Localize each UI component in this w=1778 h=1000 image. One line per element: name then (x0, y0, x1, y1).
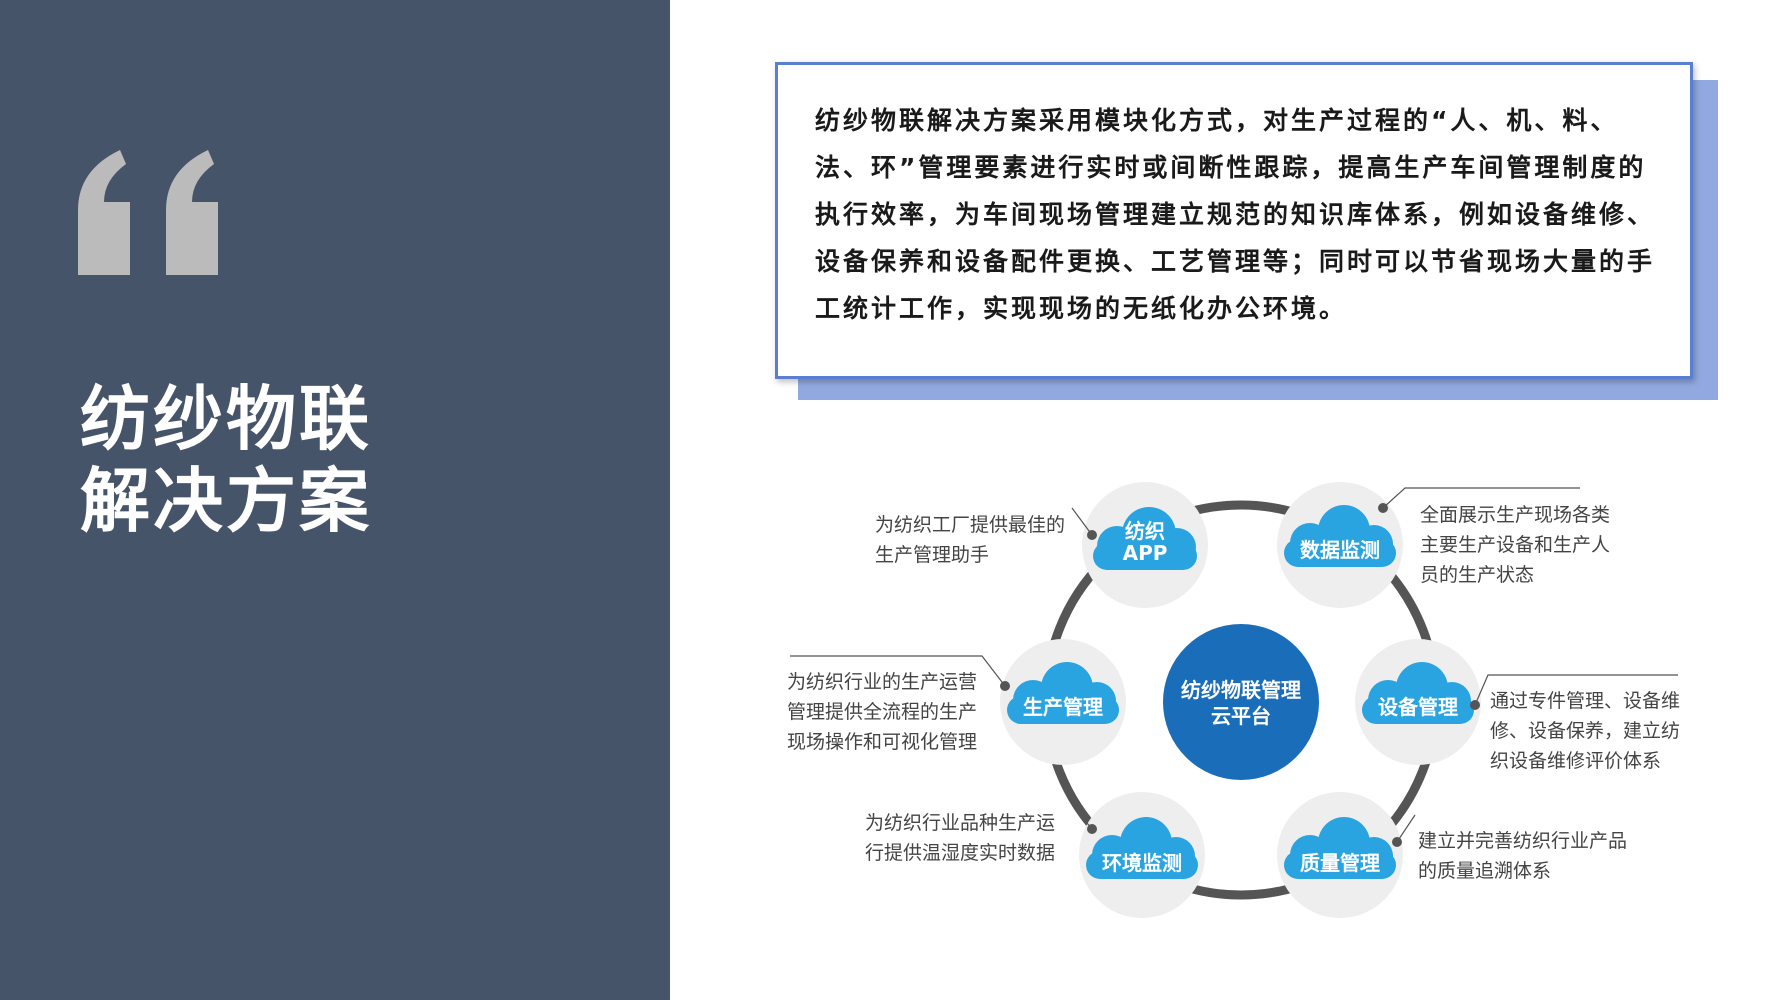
title-line-2: 解决方案 (80, 460, 372, 542)
annotation-equipment-line1: 通过专件管理、设备维 (1490, 690, 1681, 712)
left-panel: 纺纱物联 解决方案 (0, 0, 670, 1000)
annotation-app-line1: 为纺织工厂提供最佳的 (875, 514, 1066, 536)
annotation-app: 为纺织工厂提供最佳的 生产管理助手 (875, 510, 1065, 570)
annotation-equipment: 通过专件管理、设备维 修、设备保养，建立纺 织设备维修评价体系 (1490, 686, 1680, 776)
center-label: 纺纱物联管理 云平台 (1171, 677, 1311, 729)
node-label-quality: 质量管理 (1300, 851, 1380, 875)
annotation-environment-line1: 为纺织行业品种生产运 (865, 812, 1056, 834)
node-label-app-line1: 纺织 (1125, 519, 1165, 543)
annotation-production-line2: 管理提供全流程的生产 (787, 701, 978, 723)
center-circle (1163, 624, 1319, 780)
annotation-production-line1: 为纺织行业的生产运营 (787, 671, 978, 693)
annotation-quality-line1: 建立并完善纺织行业产品 (1418, 830, 1628, 852)
node-label-environment: 环境监测 (1102, 851, 1182, 875)
cloud-icon-app (1093, 507, 1197, 570)
leader-line-quality (1396, 814, 1416, 843)
leader-dot-equipment (1470, 700, 1480, 710)
cloud-icon-equipment (1362, 662, 1474, 724)
leader-dot-data (1378, 503, 1388, 513)
cloud-icon-quality (1284, 817, 1396, 879)
title-line-1: 纺纱物联 (80, 378, 372, 460)
annotation-quality: 建立并完善纺织行业产品 的质量追溯体系 (1418, 826, 1627, 886)
node-label-production: 生产管理 (1023, 695, 1103, 719)
annotation-production: 为纺织行业的生产运营 管理提供全流程的生产 现场操作和可视化管理 (787, 667, 977, 757)
quote-open-icon (78, 150, 218, 275)
node-label-equipment: 设备管理 (1378, 695, 1458, 719)
center-label-line2: 云平台 (1211, 704, 1271, 728)
cloud-icon-production (1007, 662, 1119, 724)
annotation-data: 全面展示生产现场各类 主要生产设备和生产人 员的生产状态 (1420, 500, 1610, 590)
annotation-production-line3: 现场操作和可视化管理 (787, 731, 978, 753)
annotation-equipment-line3: 织设备维修评价体系 (1490, 750, 1662, 772)
leader-line-equipment (1474, 674, 1678, 706)
leader-line-environment (1071, 804, 1093, 830)
description-text: 纺纱物联解决方案采用模块化方式，对生产过程的“人、机、料、法、环”管理要素进行实… (815, 106, 1656, 323)
annotation-quality-line2: 的质量追溯体系 (1418, 860, 1552, 882)
center-label-line1: 纺纱物联管理 (1181, 678, 1301, 702)
annotation-data-line3: 员的生产状态 (1420, 564, 1535, 586)
annotation-environment-line2: 行提供温湿度实时数据 (865, 842, 1056, 864)
leader-dot-quality (1392, 837, 1402, 847)
node-label-app-line2: APP (1122, 541, 1168, 565)
leader-dot-production (1000, 681, 1010, 691)
cloud-icon-environment (1086, 817, 1198, 879)
leader-dot-environment (1087, 824, 1097, 834)
annotation-environment: 为纺织行业品种生产运 行提供温湿度实时数据 (865, 808, 1055, 868)
page-title: 纺纱物联 解决方案 (80, 378, 372, 542)
annotation-data-line2: 主要生产设备和生产人 (1420, 534, 1611, 556)
annotation-equipment-line2: 修、设备保养，建立纺 (1490, 720, 1681, 742)
leader-dot-app (1087, 530, 1097, 540)
leader-line-app (1071, 507, 1093, 536)
cloud-icon-data (1284, 505, 1396, 567)
leader-line-production (790, 655, 1006, 687)
leader-line-data (1382, 487, 1580, 509)
node-label-app: 纺织 APP (1105, 520, 1185, 564)
annotation-data-line1: 全面展示生产现场各类 (1420, 504, 1611, 526)
node-label-data: 数据监测 (1300, 538, 1380, 562)
description-card: 纺纱物联解决方案采用模块化方式，对生产过程的“人、机、料、法、环”管理要素进行实… (775, 62, 1693, 379)
annotation-app-line2: 生产管理助手 (875, 544, 990, 566)
